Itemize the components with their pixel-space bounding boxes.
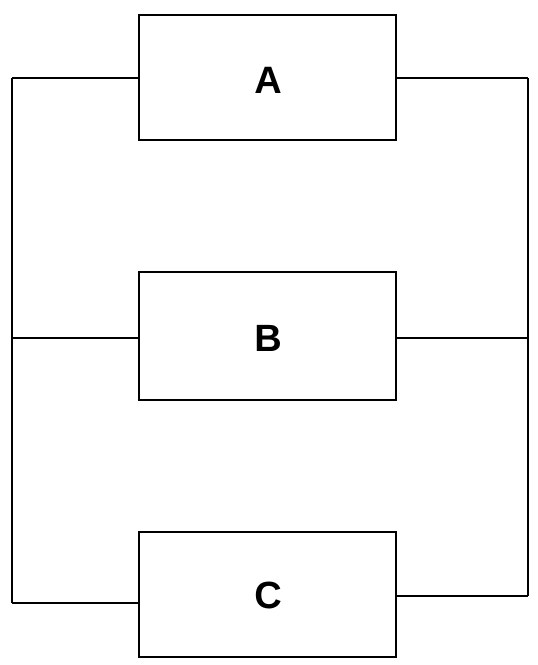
block-c-label: C <box>254 575 281 617</box>
block-b: B <box>138 271 397 401</box>
block-a-box <box>138 14 397 141</box>
block-b-box <box>138 271 397 401</box>
block-a-label: A <box>254 60 281 102</box>
block-b-label: B <box>254 318 281 360</box>
block-c: C <box>138 531 397 658</box>
block-c-box <box>138 531 397 658</box>
block-a: A <box>138 14 397 141</box>
